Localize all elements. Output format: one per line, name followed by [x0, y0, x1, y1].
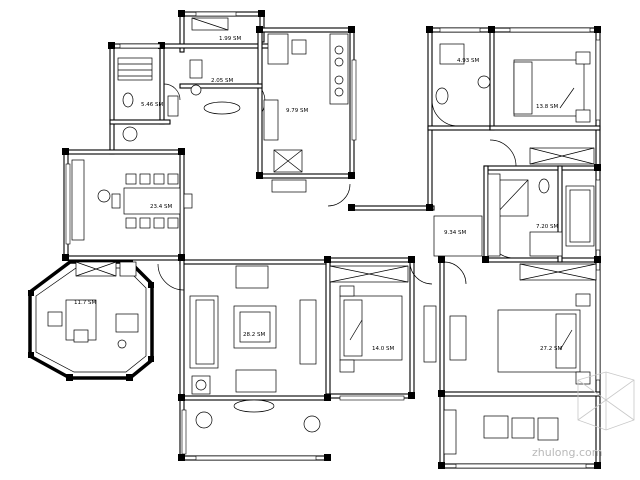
watermark-logo-icon [577, 371, 635, 431]
room-label-dining: 23.4 SM [150, 204, 172, 210]
room-label-bedroom-middle: 14.0 SM [372, 346, 394, 352]
room-label-bedroom-top-right: 13.8 SM [536, 104, 558, 110]
room-label-balcony-top: 1.99 SM [219, 36, 241, 42]
room-label-living: 28.2 SM [243, 332, 265, 338]
room-label-kitchen: 9.79 SM [286, 108, 308, 114]
room-labels: 1.99 SM 2.05 SM 5.46 SM 9.79 SM 23.4 SM … [74, 36, 562, 352]
room-label-storage: 2.05 SM [211, 78, 233, 84]
watermark: zhulong.com [532, 371, 635, 459]
furniture [47, 17, 597, 455]
columns [28, 10, 601, 469]
room-label-study: 11.7 SM [74, 300, 96, 306]
room-label-hall: 9.34 SM [444, 230, 466, 236]
room-label-bath-left: 5.46 SM [141, 102, 163, 108]
watermark-text: zhulong.com [532, 446, 602, 459]
windows [65, 11, 601, 469]
room-label-bedroom-master: 27.2 SM [540, 346, 562, 352]
room-label-bath-master: 7.20 SM [536, 224, 558, 230]
doors [157, 83, 517, 291]
room-label-bath-top-right: 4.93 SM [457, 58, 479, 64]
